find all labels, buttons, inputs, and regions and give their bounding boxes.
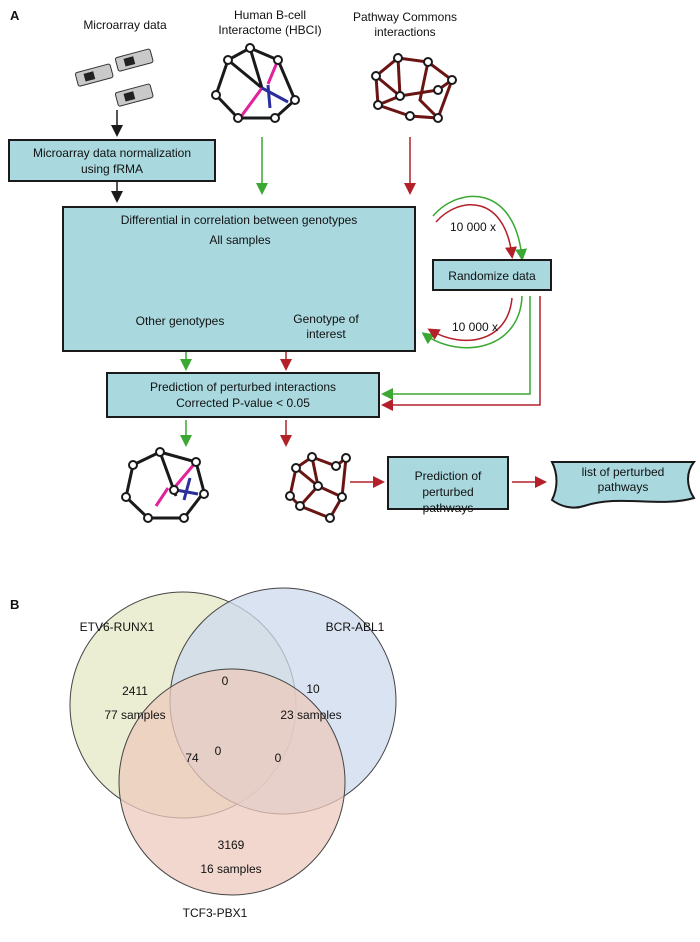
arrow-loop-red-top (435, 204, 517, 259)
bcr-name: BCR-ABL1 (325, 620, 385, 634)
arrow-randomize-red-to-prediction (381, 296, 541, 411)
randomize-box: Randomize data (432, 259, 552, 291)
bcr-unique-count: 10 (306, 682, 320, 696)
hbci-network-icon (214, 46, 297, 120)
microarray-label: Microarray data (83, 18, 167, 32)
venn-diagram (69, 587, 397, 896)
panel-b-letter: B (10, 597, 20, 612)
differential-title: Differential in correlation between geno… (120, 213, 358, 227)
tcf3-samples: 16 samples (200, 862, 262, 876)
overlap-etv6-bcr: 0 (221, 674, 229, 688)
iterations-top-label: 10 000 x (449, 220, 497, 234)
venn-circle-tcf3 (118, 668, 346, 896)
arrow-loop-red-bottom (427, 297, 513, 342)
iterations-bottom-label: 10 000 x (451, 320, 499, 334)
etv6-name: ETV6-RUNX1 (79, 620, 155, 634)
other-genotypes-label: Other genotypes (105, 314, 255, 329)
overlap-etv6-tcf3: 74 (185, 751, 199, 765)
arrow-randomize-green-to-prediction (381, 296, 531, 400)
panel-a-letter: A (10, 8, 20, 23)
bcr-samples: 23 samples (280, 708, 342, 722)
overlap-all: 0 (214, 744, 222, 758)
arrow-loop-green-top (432, 195, 528, 261)
tcf3-unique-count: 3169 (217, 838, 245, 852)
arrow-loop-green-bottom (421, 295, 523, 349)
all-samples-label: All samples (160, 233, 320, 248)
etv6-samples: 77 samples (104, 708, 166, 722)
microarray-chips-icon (74, 48, 154, 107)
tcf3-name: TCF3-PBX1 (182, 906, 248, 920)
overlap-bcr-tcf3: 0 (274, 751, 282, 765)
list-pathways-shape (550, 461, 697, 509)
etv6-unique-count: 2411 (122, 684, 148, 698)
